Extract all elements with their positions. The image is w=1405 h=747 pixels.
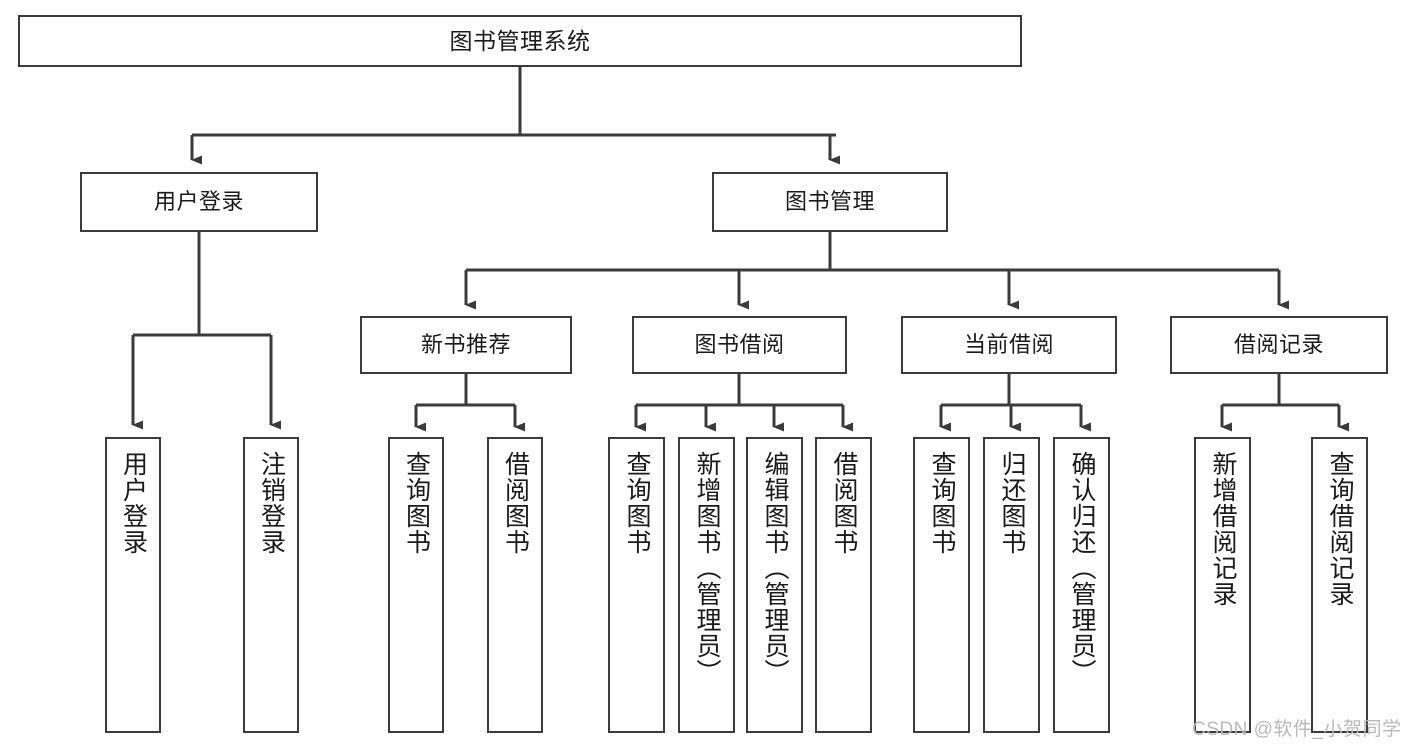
node-label: 当前借阅	[963, 332, 1054, 358]
node-label: 用户登录	[153, 189, 244, 215]
node-label: 图书借阅	[694, 332, 785, 358]
node-label: 借阅图书	[830, 451, 858, 555]
node-leaf-bb-add-book[interactable]: 新增图书（管理员）	[678, 437, 735, 733]
node-leaf-rec-borrow-book[interactable]: 借阅图书	[487, 437, 543, 733]
node-label: 查询借阅记录	[1326, 451, 1354, 607]
node-leaf-rec-query-book[interactable]: 查询图书	[388, 437, 444, 733]
node-label: 归还图书	[998, 451, 1026, 555]
node-label: 图书管理	[784, 189, 875, 215]
node-label: 注销登录	[257, 451, 286, 555]
node-user-login[interactable]: 用户登录	[80, 172, 318, 232]
csdn-watermark: CSDN @软件_小贺同学	[1192, 719, 1402, 740]
node-label: 确认归还（管理员）	[1068, 451, 1096, 685]
node-leaf-cb-return-book[interactable]: 归还图书	[983, 437, 1040, 733]
node-leaf-user-logout[interactable]: 注销登录	[243, 437, 299, 733]
node-label: 新增借阅记录	[1209, 451, 1237, 607]
node-label: 查询图书	[928, 451, 956, 555]
node-label: 查询图书	[402, 451, 431, 555]
node-label: 借阅记录	[1233, 332, 1324, 358]
node-borrow-record[interactable]: 借阅记录	[1170, 316, 1388, 374]
node-leaf-cb-confirm-return[interactable]: 确认归还（管理员）	[1053, 437, 1110, 733]
node-leaf-user-login[interactable]: 用户登录	[105, 437, 161, 733]
node-leaf-bb-borrow-book[interactable]: 借阅图书	[815, 437, 872, 733]
node-leaf-br-add-record[interactable]: 新增借阅记录	[1194, 437, 1251, 733]
node-label: 新书推荐	[420, 332, 511, 358]
node-leaf-bb-query-book[interactable]: 查询图书	[608, 437, 665, 733]
node-label: 用户登录	[119, 451, 148, 555]
node-leaf-bb-edit-book[interactable]: 编辑图书（管理员）	[746, 437, 803, 733]
node-current-borrow[interactable]: 当前借阅	[901, 316, 1117, 374]
node-leaf-br-query-record[interactable]: 查询借阅记录	[1311, 437, 1368, 733]
node-label: 新增图书（管理员）	[693, 451, 721, 685]
node-book-manage[interactable]: 图书管理	[712, 172, 948, 232]
node-label: 查询图书	[623, 451, 651, 555]
node-leaf-cb-query-book[interactable]: 查询图书	[913, 437, 970, 733]
node-label: 编辑图书（管理员）	[761, 451, 789, 685]
node-book-borrow[interactable]: 图书借阅	[632, 316, 847, 374]
node-label: 借阅图书	[501, 451, 530, 555]
node-book-management-system[interactable]: 图书管理系统	[18, 15, 1022, 67]
node-label: 图书管理系统	[449, 27, 591, 54]
node-new-book-recommend[interactable]: 新书推荐	[360, 316, 572, 374]
